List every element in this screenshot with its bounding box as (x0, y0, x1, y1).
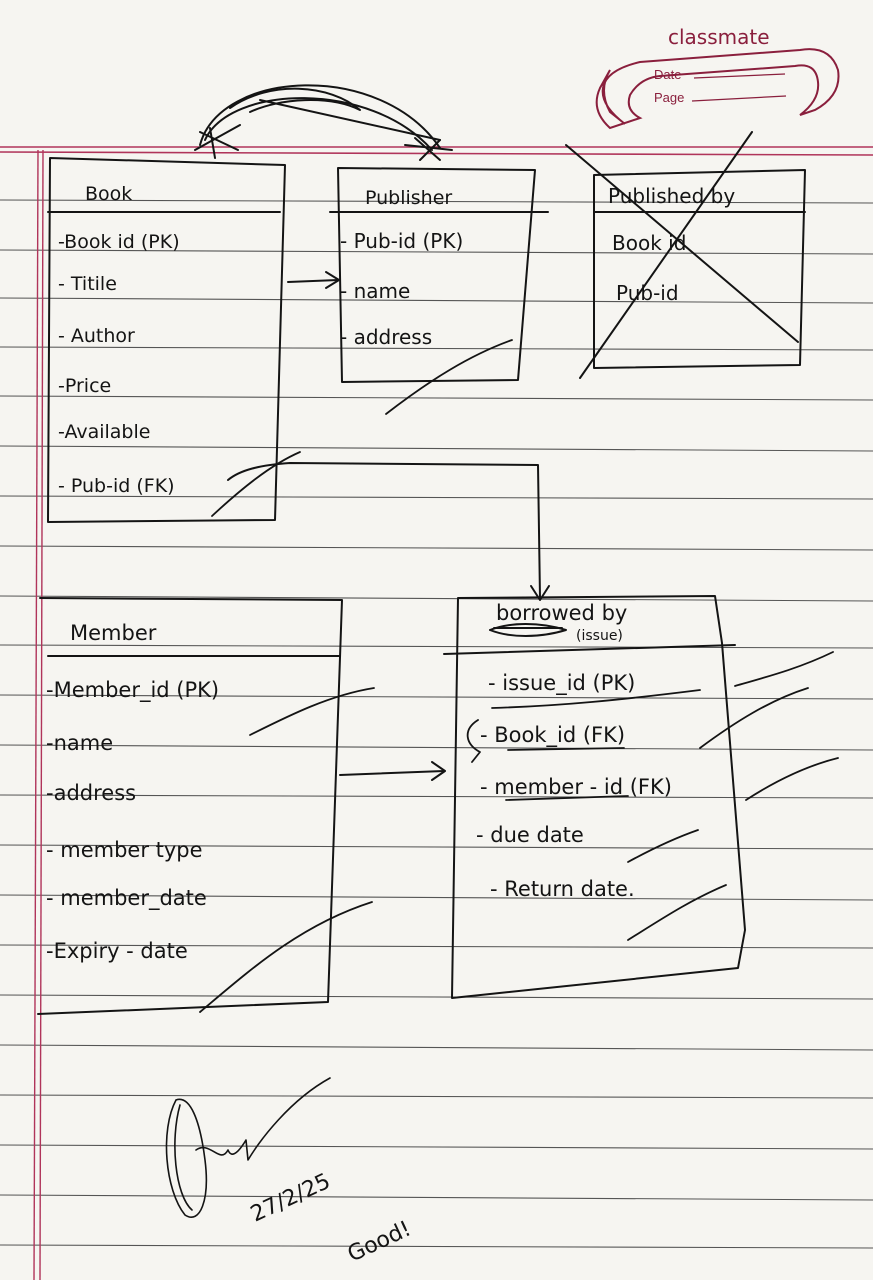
ruled-line (0, 894, 873, 901)
ruled-line (0, 1094, 873, 1099)
attribute: -Price (58, 375, 111, 397)
ruled-line (0, 1244, 873, 1249)
attribute: -Expiry - date (46, 939, 188, 963)
arrow-member-to-borrowed-by (339, 761, 446, 781)
arrow-book-to-borrowed-by (227, 462, 550, 601)
entity-title: Publisher (365, 187, 452, 209)
entity-member: Member -Member_id (PK) -name -address - … (37, 597, 375, 1015)
entity-book: Book -Book id (PK) - Titile - Author -Pr… (47, 157, 301, 523)
ruled-line (0, 744, 873, 751)
page-label: Page (654, 90, 684, 105)
signature-date: 27/2/25 (247, 1169, 334, 1228)
attribute: - name (340, 279, 410, 303)
attribute: -Available (58, 421, 150, 443)
signature-mark (165, 1077, 331, 1218)
ruled-line (0, 445, 873, 452)
attribute: - due date (476, 823, 584, 847)
entity-title: Book (85, 183, 132, 205)
ruled-line (0, 346, 873, 351)
ruled-line (0, 944, 873, 949)
attribute: - Author (58, 325, 135, 347)
attribute: -name (46, 731, 113, 755)
ruled-line (0, 395, 873, 401)
signature-remark: Good! (344, 1217, 415, 1268)
attribute: - Return date. (490, 877, 635, 901)
ruled-line (0, 644, 873, 649)
attribute: - Pub-id (PK) (340, 229, 463, 253)
entity-publisher: Publisher - Pub-id (PK) - name - address (329, 167, 549, 415)
ruled-line (0, 199, 873, 204)
ruled-line (0, 545, 873, 551)
ruled-line (0, 1044, 873, 1051)
date-label: Date (654, 67, 681, 82)
ruled-line (0, 297, 873, 304)
ruled-line (0, 794, 873, 799)
attribute: - issue_id (PK) (488, 671, 635, 696)
attribute: - member type (46, 838, 203, 862)
brand-banner: classmate Date Page (595, 25, 840, 130)
attribute: - Titile (58, 273, 117, 295)
attribute: -Book id (PK) (58, 231, 180, 253)
attribute: - member - id (FK) (480, 775, 672, 799)
cross-out-mark (565, 131, 799, 379)
entity-borrowed-by: borrowed by (issue) - issue_id (PK) - Bo… (443, 595, 839, 999)
ruled-line (0, 249, 873, 255)
entity-title: borrowed by (496, 601, 627, 625)
scribbled-relationship-arc (194, 84, 453, 161)
attribute: Pub-id (616, 281, 679, 305)
attribute: -Member_id (PK) (46, 678, 219, 703)
attribute: - Book_id (FK) (480, 723, 625, 748)
ruled-line (0, 1194, 873, 1201)
entity-subtitle: (issue) (576, 628, 623, 644)
ruled-line (0, 495, 873, 500)
attribute: - member_date (46, 886, 207, 911)
ruled-line (0, 994, 873, 1000)
ruled-line (0, 595, 873, 602)
attribute: - Pub-id (FK) (58, 475, 175, 497)
entity-title: Published by (608, 184, 735, 208)
ruled-line (0, 1144, 873, 1150)
ruled-line (0, 694, 873, 700)
attribute: -address (46, 781, 136, 805)
entity-published-by: Published by Book id Pub-id (565, 131, 806, 379)
attribute: - address (340, 325, 432, 349)
arrow-book-to-publisher (287, 271, 340, 289)
brand-name: classmate (668, 25, 770, 49)
ruled-line (0, 844, 873, 850)
entity-title: Member (70, 621, 157, 645)
signature-block: 27/2/25 Good! (165, 1077, 415, 1268)
